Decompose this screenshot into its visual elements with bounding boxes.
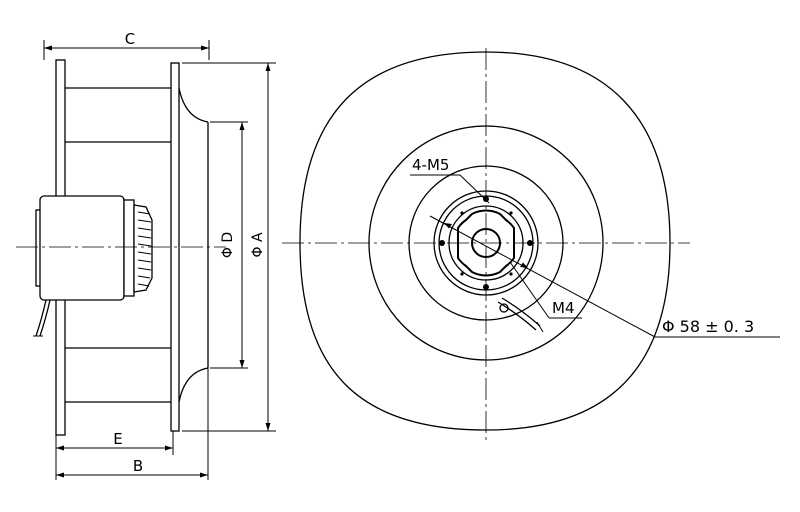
dimension-d: Φ D bbox=[210, 121, 248, 369]
front-view: 4-M5 M4 Φ 58 ± 0. 3 bbox=[282, 48, 780, 442]
callout-diameter-label: Φ 58 ± 0. 3 bbox=[662, 317, 754, 336]
cable bbox=[33, 299, 51, 337]
callout-thread-label: M4 bbox=[552, 299, 575, 317]
outer-wheel-outline bbox=[299, 51, 671, 431]
motor bbox=[35, 195, 153, 301]
dimension-b: B bbox=[56, 368, 209, 480]
blade-lines bbox=[65, 87, 178, 403]
motor-hub-face bbox=[448, 205, 524, 281]
dimension-e: E bbox=[55, 430, 174, 480]
mounting-hole bbox=[483, 196, 489, 202]
inlet-inner-circle bbox=[408, 165, 564, 321]
dimension-b-label: B bbox=[133, 457, 143, 475]
side-view: C bbox=[16, 30, 276, 480]
inlet-outer-circle bbox=[368, 125, 604, 361]
cable-exit bbox=[497, 297, 544, 333]
hub-plate bbox=[457, 209, 515, 277]
callout-diameter: Φ 58 ± 0. 3 bbox=[429, 215, 780, 338]
mounting-hole bbox=[527, 240, 533, 246]
mounting-holes bbox=[439, 196, 533, 290]
dimension-a-label: Φ A bbox=[250, 232, 266, 257]
hub-tick-marks bbox=[460, 211, 513, 276]
dimension-d-label: Φ D bbox=[220, 232, 236, 258]
dimension-c-label: C bbox=[125, 30, 135, 48]
dimension-e-label: E bbox=[113, 430, 122, 448]
mounting-hole bbox=[483, 284, 489, 290]
callout-holes-label: 4-M5 bbox=[412, 156, 449, 174]
dimension-c: C bbox=[43, 30, 210, 60]
callout-holes: 4-M5 bbox=[410, 156, 490, 204]
dimension-a: Φ A bbox=[182, 62, 276, 432]
callout-thread: M4 bbox=[509, 261, 582, 319]
mounting-hole bbox=[439, 240, 445, 246]
motor-hub-outer bbox=[433, 190, 539, 296]
center-bore bbox=[471, 228, 501, 258]
